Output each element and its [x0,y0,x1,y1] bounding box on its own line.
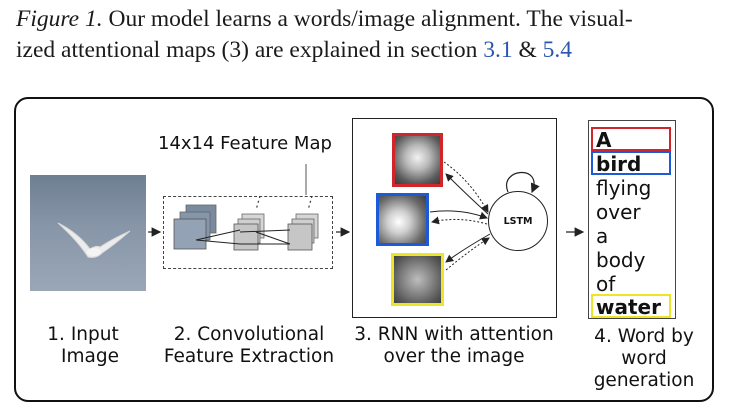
word-column [588,120,676,319]
step-2-line-1: 2. Convolutional [173,324,325,345]
word-4: over [596,200,641,224]
attention-map-yellow [391,253,444,306]
word-6: body [596,248,646,272]
lstm-self-loop [505,171,540,194]
stack-dots-1 [255,195,261,211]
attention-map-blue [376,193,429,246]
feature-stack-1 [233,213,265,251]
conv-connections [195,229,291,245]
word-box-blue [591,151,671,175]
input-image [30,175,146,291]
caption-text-2: ized attentional maps (3) are explained … [16,37,484,63]
section-link-5-4[interactable]: 5.4 [542,37,572,63]
figure-frame [14,97,714,402]
caption-amp: & [512,37,543,63]
word-1: A [596,128,612,152]
feature-stack-2 [287,213,319,251]
figure-caption: Figure 1. Our model learns a words/image… [16,4,722,66]
word-box-red [591,127,671,151]
step-2-label: 2. Convolutional Feature Extraction [152,324,346,368]
step-3-label: 3. RNN with attention over the image [342,324,566,368]
step-3-line-2: over the image [383,346,525,367]
feature-map-label: 14x14 Feature Map [158,133,332,154]
attention-map-red [392,133,443,187]
word-2: bird [596,152,642,176]
caption-line-2: ized attentional maps (3) are explained … [16,35,722,66]
stack-dots-2 [307,195,313,211]
attention-arrows [429,161,491,271]
caption-text-1: Our model learns a words/image alignment… [102,6,633,32]
step-1-line-1: 1. Input [47,324,119,345]
step-4-line-3: generation [593,370,695,391]
step-4-line-2: word [621,348,667,369]
conv-feature-box [163,196,333,269]
caption-line-1: Figure 1. Our model learns a words/image… [16,4,722,35]
word-3: flying [596,176,652,200]
step-1-line-2: Image [61,346,119,367]
bird-drawing [57,222,131,258]
figure-label: Figure 1. [16,6,103,32]
word-box-yellow [591,294,671,318]
step-2-line-2: Feature Extraction [163,346,335,367]
word-8: water [596,295,661,319]
word-5: a [596,224,609,248]
step-4-label: 4. Word by word generation [574,326,714,392]
step-4-line-1: 4. Word by [594,326,694,347]
lstm-node: LSTM [488,191,548,251]
section-link-3-1[interactable]: 3.1 [483,37,513,63]
rnn-attention-panel [352,118,557,318]
step-3-line-1: 3. RNN with attention [354,324,554,345]
feature-stack-image [173,204,217,250]
word-7: of [596,272,616,296]
step-1-label: 1. Input Image [38,324,128,368]
